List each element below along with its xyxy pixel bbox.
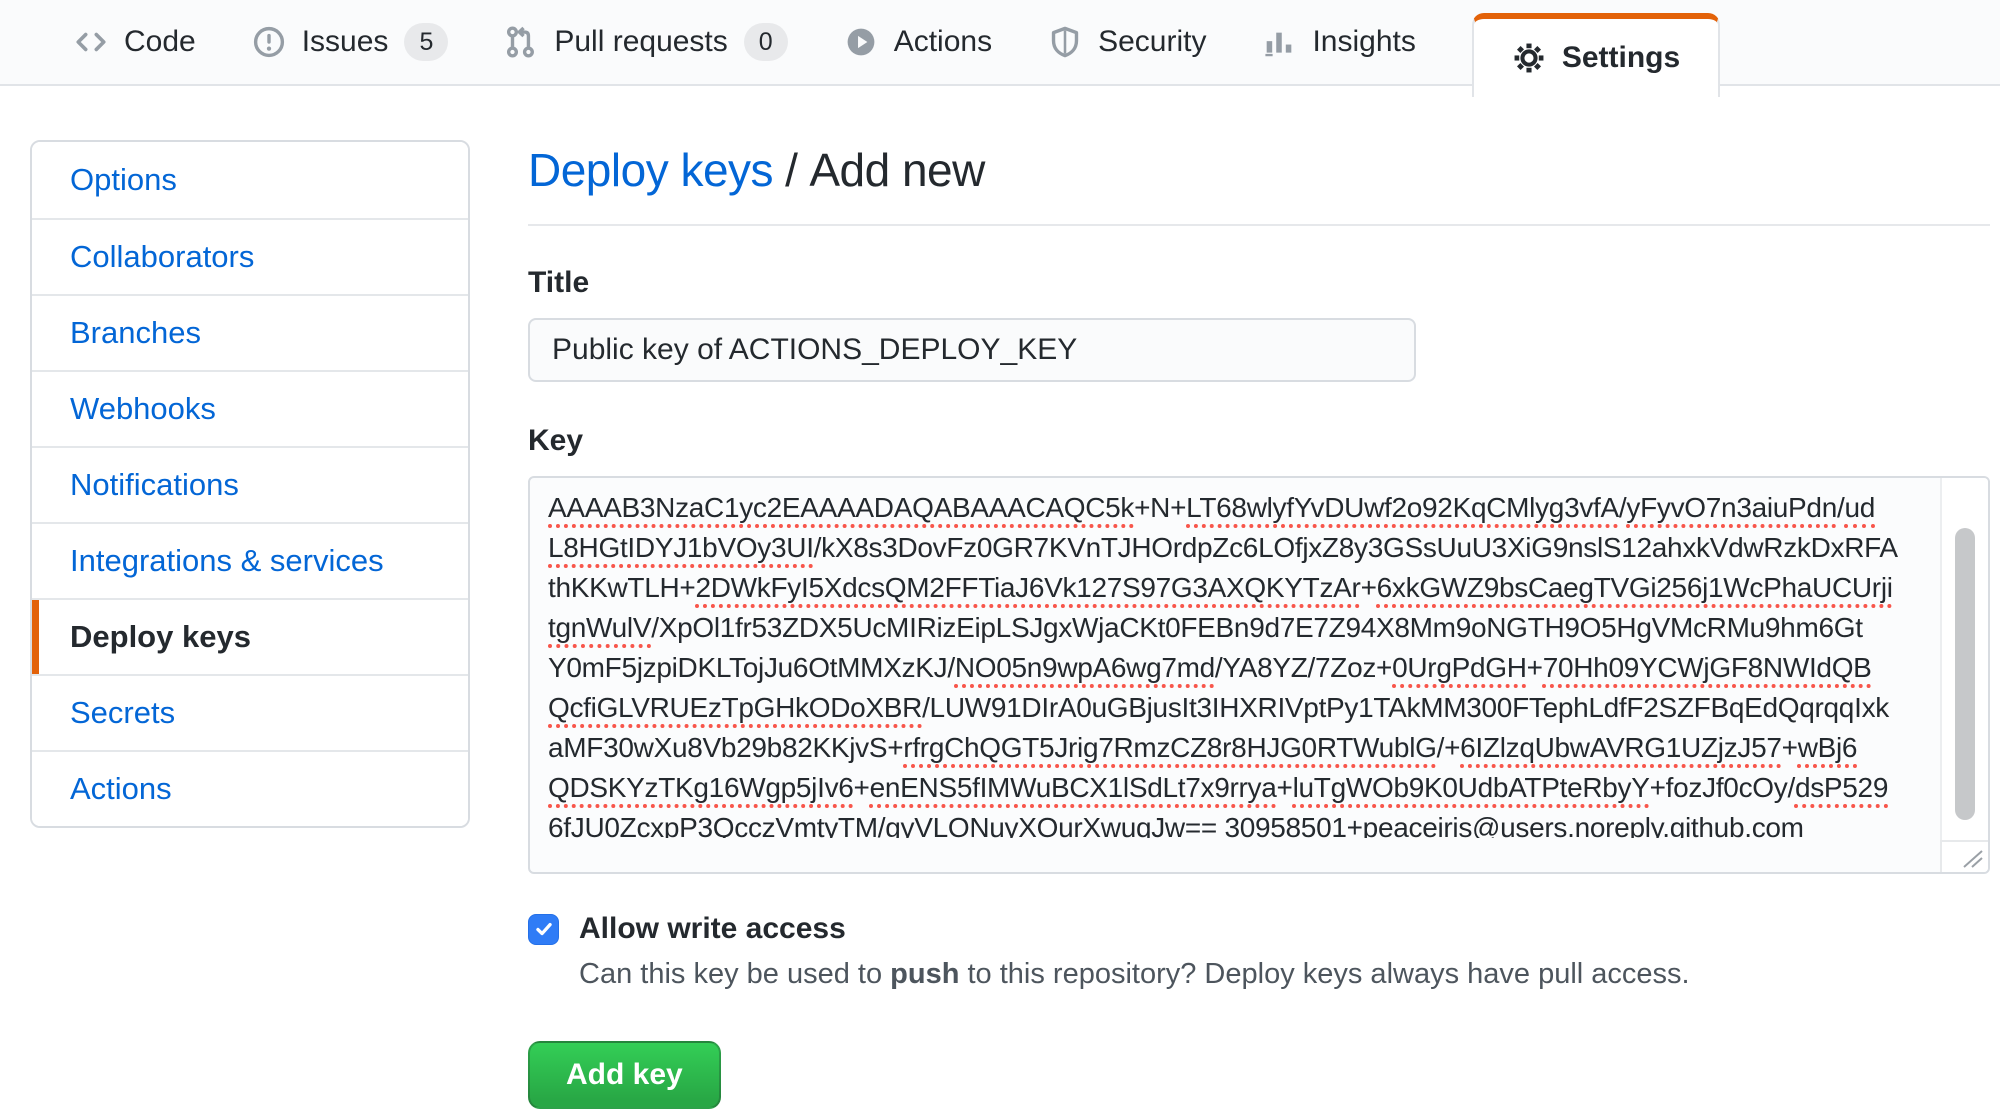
tab-security[interactable]: Security [1048, 25, 1206, 59]
tab-label: Code [124, 25, 196, 58]
sidebar-item-notifications[interactable]: Notifications [32, 446, 468, 522]
note-text: Can this key be used to [579, 958, 891, 990]
sidebar-item-label: Webhooks [70, 391, 216, 426]
add-key-button[interactable]: Add key [528, 1041, 721, 1109]
page-title: Deploy keys/Add new [528, 142, 1990, 198]
gear-icon [1512, 41, 1546, 75]
title-field-label: Title [528, 266, 590, 299]
sidebar-item-label: Secrets [70, 695, 176, 730]
issues-count-badge: 5 [404, 22, 449, 62]
sidebar-item-label: Collaborators [70, 239, 255, 274]
sidebar-item-options[interactable]: Options [32, 142, 468, 218]
sidebar-item-label: Branches [70, 315, 201, 350]
tab-insights[interactable]: Insights [1262, 25, 1416, 59]
sidebar-item-label: Notifications [70, 467, 239, 502]
key-field-label: Key [528, 424, 584, 457]
allow-write-access-label[interactable]: Allow write access [579, 912, 846, 945]
key-textarea[interactable]: AAAAB3NzaC1yc2EAAAADAQABAAACAQC5k+N+LT68… [528, 476, 1990, 874]
tab-label: Insights [1312, 25, 1416, 58]
play-circle-icon [844, 25, 878, 59]
tab-label: Settings [1561, 41, 1681, 74]
resize-grip[interactable] [1940, 840, 1988, 872]
scrollbar-thumb[interactable] [1955, 528, 1975, 820]
tab-label: Issues [301, 25, 389, 58]
tab-code[interactable]: Code [74, 25, 196, 59]
code-icon [74, 25, 108, 59]
breadcrumb-current: Add new [809, 144, 985, 196]
tab-label: Pull requests [554, 25, 728, 58]
scrollbar-track[interactable] [1940, 478, 1988, 840]
title-input[interactable] [528, 318, 1416, 382]
tab-actions[interactable]: Actions [844, 25, 992, 59]
settings-sidebar: Options Collaborators Branches Webhooks … [30, 140, 470, 828]
breadcrumb-separator: / [785, 144, 798, 196]
key-text: AAAAB3NzaC1yc2EAAAADAQABAAACAQC5k+N+LT68… [548, 492, 1898, 838]
pull-request-icon [504, 25, 538, 59]
sidebar-item-branches[interactable]: Branches [32, 294, 468, 370]
pull-requests-count-badge: 0 [743, 22, 788, 62]
deploy-key-form: Deploy keys/Add new Title Key AAAAB3NzaC… [528, 142, 1990, 1109]
graph-icon [1262, 25, 1296, 59]
repo-nav: Code Issues 5 Pull requests 0 Actions Se… [0, 0, 2000, 109]
sidebar-item-deploy-keys[interactable]: Deploy keys [32, 598, 468, 674]
write-access-note: Can this key be used to push to this rep… [579, 958, 1990, 991]
sidebar-item-secrets[interactable]: Secrets [32, 674, 468, 750]
sidebar-item-label: Deploy keys [70, 619, 251, 654]
issue-opened-icon [252, 25, 286, 59]
shield-icon [1048, 25, 1082, 59]
tab-issues[interactable]: Issues 5 [252, 22, 449, 62]
sidebar-item-label: Options [70, 162, 177, 197]
sidebar-item-webhooks[interactable]: Webhooks [32, 370, 468, 446]
deploy-keys-breadcrumb-link[interactable]: Deploy keys [528, 144, 774, 196]
divider [528, 224, 1990, 226]
tab-pull-requests[interactable]: Pull requests 0 [504, 22, 788, 62]
sidebar-item-actions[interactable]: Actions [32, 750, 468, 826]
tab-settings[interactable]: Settings [1471, 13, 1721, 109]
sidebar-item-label: Integrations & services [70, 543, 384, 578]
allow-write-access-checkbox[interactable] [528, 913, 559, 945]
sidebar-item-collaborators[interactable]: Collaborators [32, 218, 468, 294]
note-bold-text: push [890, 958, 960, 990]
tab-label: Actions [893, 25, 993, 58]
note-text: to this repository? Deploy keys always h… [959, 958, 1690, 990]
sidebar-item-integrations-services[interactable]: Integrations & services [32, 522, 468, 598]
sidebar-item-label: Actions [70, 771, 172, 806]
tab-label: Security [1098, 25, 1207, 58]
